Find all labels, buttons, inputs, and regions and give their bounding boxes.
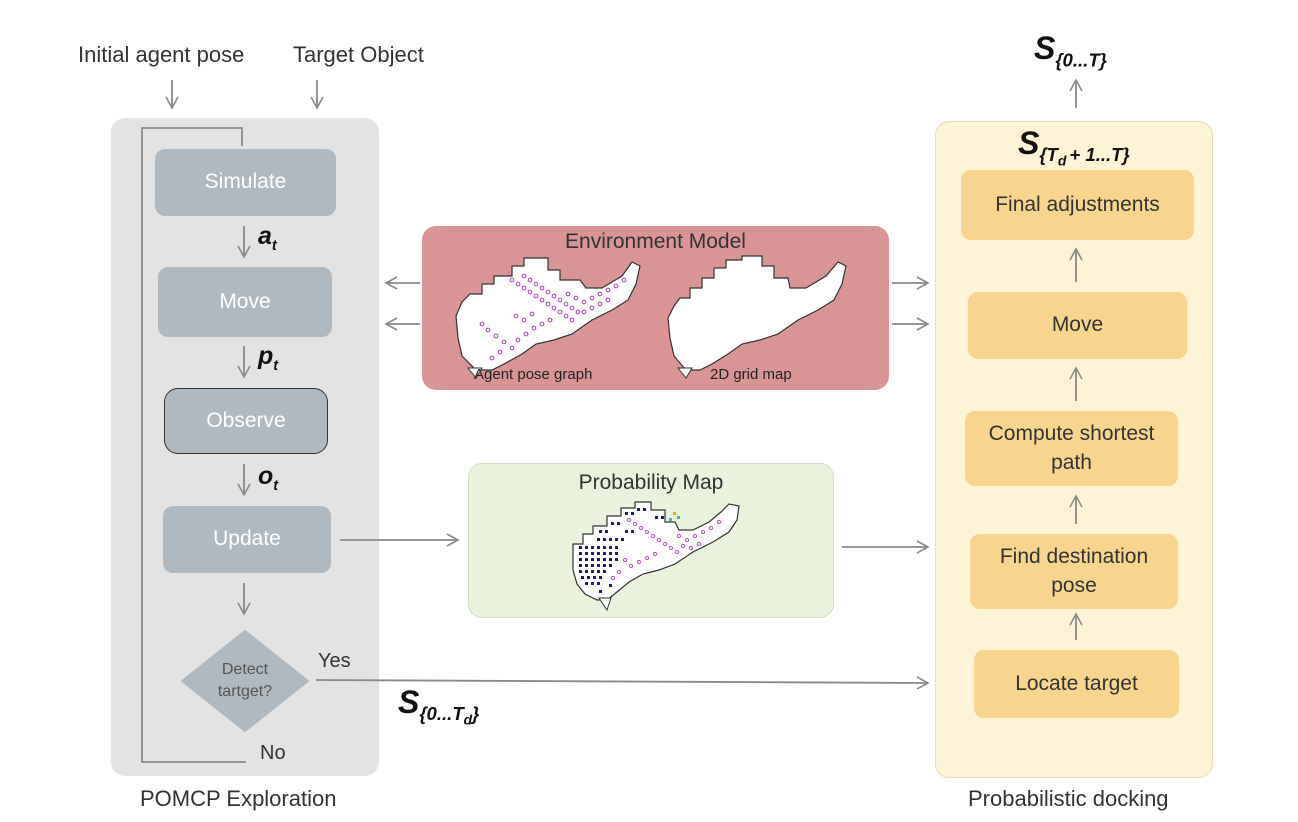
agent-pose-graph-map — [455, 257, 641, 379]
detect-line2: tartget? — [217, 682, 273, 700]
detect-target-decision: Detect tartget? — [180, 627, 310, 735]
yes-to-locate-arrow — [315, 676, 930, 690]
update-label: Update — [213, 527, 281, 551]
final-adjustments-node: Final adjustments — [961, 170, 1194, 240]
probabilistic-docking-caption: Probabilistic docking — [968, 786, 1169, 811]
yes-label: Yes — [318, 650, 351, 672]
environment-model-title: Environment Model — [565, 230, 746, 253]
pose-label: pt — [258, 342, 279, 374]
decision-diamond-shape — [181, 630, 309, 732]
shortest-path-line2: path — [1051, 450, 1092, 474]
compute-shortest-path-node: Compute shortest path — [965, 411, 1178, 486]
destination-line2: pose — [1051, 573, 1097, 597]
locate-target-label: Locate target — [1015, 671, 1138, 695]
loop-back-line — [141, 127, 246, 763]
pose-graph-nodes — [610, 517, 722, 581]
dock-move-node: Move — [968, 292, 1187, 359]
final-adjustments-label: Final adjustments — [995, 192, 1160, 216]
simulate-node: Simulate — [155, 149, 336, 216]
detect-line1: Detect — [221, 661, 269, 678]
destination-line1: Find destination — [999, 545, 1149, 569]
no-label: No — [260, 742, 286, 764]
move-node: Move — [158, 267, 332, 337]
docking-trajectory-label: S{Td+ 1...T} — [1018, 125, 1130, 170]
initial-agent-pose-label: Initial agent pose — [78, 42, 245, 67]
observe-node: Observe — [164, 388, 328, 454]
output-trajectory-label: S{0...T} — [1034, 30, 1107, 71]
find-destination-pose-node: Find destination pose — [970, 534, 1178, 609]
probability-dots — [579, 508, 664, 593]
pomcp-exploration-caption: POMCP Exploration — [140, 786, 337, 811]
move-label: Move — [219, 289, 271, 313]
agent-pose-graph-caption: Agent pose graph — [474, 366, 593, 383]
probability-map-title: Probability Map — [578, 471, 724, 494]
probability-peak — [669, 512, 680, 521]
probability-map-panel: Probability Map — [468, 463, 834, 618]
exploration-trajectory-label: S{0...Td} — [398, 684, 480, 729]
environment-maps-figure — [455, 255, 847, 379]
update-node: Update — [163, 506, 331, 573]
target-object-label: Target Object — [293, 42, 424, 67]
locate-target-node: Locate target — [974, 650, 1179, 718]
grid-map — [667, 255, 847, 379]
probability-map-figure — [572, 501, 740, 612]
grid-map-caption: 2D grid map — [710, 366, 792, 383]
observation-label: ot — [258, 462, 279, 494]
action-label: at — [258, 222, 277, 254]
observe-label: Observe — [206, 408, 286, 432]
simulate-label: Simulate — [204, 170, 287, 194]
dock-move-label: Move — [1051, 313, 1104, 337]
environment-model-panel: Environment Model — [422, 226, 889, 390]
shortest-path-line1: Compute shortest — [988, 422, 1155, 446]
